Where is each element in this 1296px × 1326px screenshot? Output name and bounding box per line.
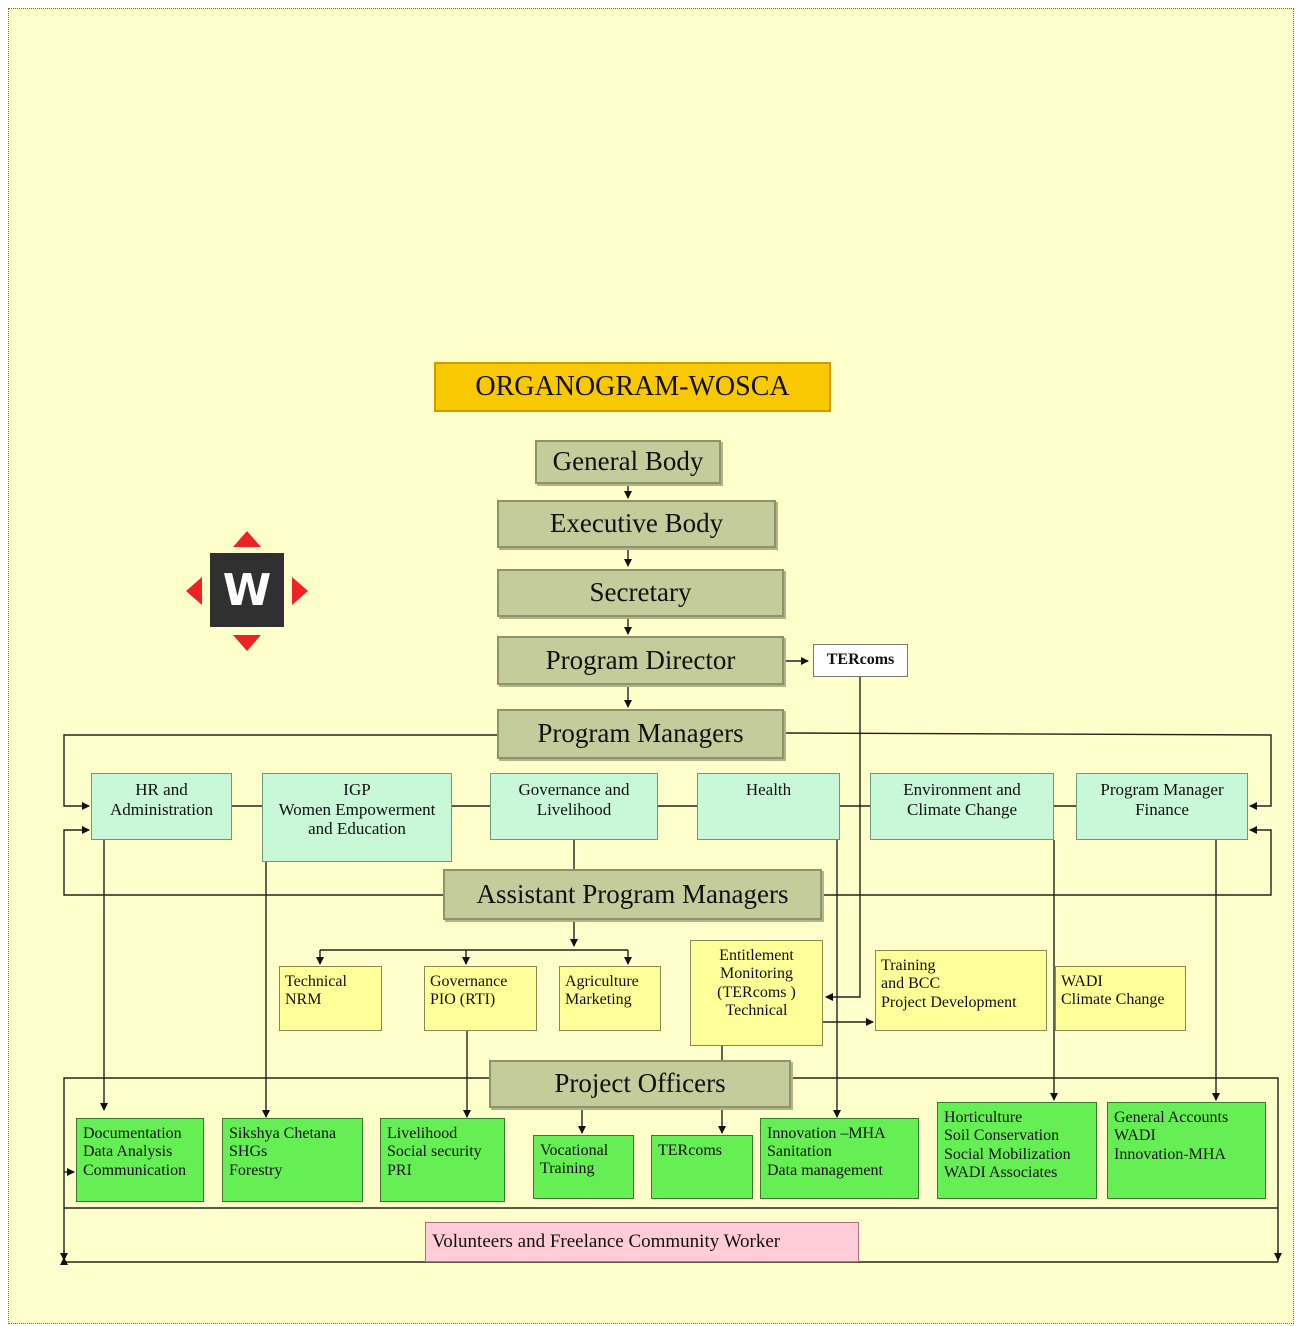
department-line: HR and bbox=[135, 780, 188, 799]
department-program-manager-finance: Program Manager Finance bbox=[1076, 773, 1248, 840]
officer-line: Vocational bbox=[540, 1142, 609, 1159]
department-line: Climate Change bbox=[906, 799, 1017, 819]
department-line: Environment and bbox=[903, 780, 1021, 799]
unit-line: Governance bbox=[430, 973, 508, 990]
officer-line: Social Mobilization bbox=[944, 1145, 1071, 1163]
department-line: and Education bbox=[308, 819, 406, 839]
program-managers-box: Program Managers bbox=[497, 709, 784, 759]
officer-line: Data management bbox=[767, 1161, 883, 1179]
unit-entitlement-monitoring: Entitlement Monitoring (TERcoms ) Techni… bbox=[690, 940, 823, 1046]
unit-line: NRM bbox=[285, 991, 322, 1009]
officer-line: General Accounts bbox=[1114, 1109, 1229, 1126]
officer-livelihood: Livelihood Social security PRI bbox=[380, 1118, 505, 1202]
unit-governance-pio: Governance PIO (RTI) bbox=[424, 966, 537, 1031]
unit-line: Training bbox=[881, 957, 936, 974]
organogram-title: ORGANOGRAM-WOSCA bbox=[434, 362, 831, 412]
department-environment-climate: Environment and Climate Change bbox=[870, 773, 1054, 840]
department-line: Administration bbox=[110, 799, 213, 819]
officer-line: Documentation bbox=[83, 1125, 182, 1142]
secretary-box: Secretary bbox=[497, 569, 784, 617]
unit-line: Entitlement bbox=[719, 947, 794, 964]
officer-documentation: Documentation Data Analysis Communicatio… bbox=[76, 1118, 204, 1202]
department-line: Program Manager bbox=[1100, 780, 1224, 799]
officer-line: Horticulture bbox=[944, 1109, 1023, 1126]
department-line: Governance and bbox=[518, 780, 630, 799]
officer-line: Data Analysis bbox=[83, 1143, 173, 1161]
executive-body-box: Executive Body bbox=[497, 500, 776, 548]
department-line: IGP bbox=[343, 780, 371, 799]
officer-tercoms: TERcoms bbox=[651, 1135, 753, 1199]
department-health: Health bbox=[697, 773, 840, 840]
officer-line: Livelihood bbox=[387, 1125, 458, 1142]
officer-line: Soil Conservation bbox=[944, 1127, 1060, 1145]
general-body-box: General Body bbox=[535, 440, 721, 484]
unit-line: Agriculture bbox=[565, 973, 639, 990]
unit-wadi-climate: WADI Climate Change bbox=[1055, 966, 1186, 1031]
unit-agriculture-marketing: Agriculture Marketing bbox=[559, 966, 661, 1031]
department-igp-women-empowerment: IGP Women Empowerment and Education bbox=[262, 773, 452, 862]
volunteers-box: Volunteers and Freelance Community Worke… bbox=[425, 1222, 859, 1262]
department-line: Women Empowerment bbox=[278, 799, 436, 819]
unit-line: Climate Change bbox=[1061, 991, 1165, 1009]
unit-line: (TERcoms ) bbox=[717, 983, 796, 1001]
project-officers-box: Project Officers bbox=[489, 1060, 791, 1108]
officer-line: TERcoms bbox=[658, 1142, 722, 1159]
unit-training-bcc: Training and BCC Project Development bbox=[875, 950, 1047, 1031]
department-line: Finance bbox=[1135, 799, 1189, 819]
unit-line: PIO (RTI) bbox=[430, 991, 496, 1009]
unit-line: WADI bbox=[1061, 973, 1103, 990]
unit-line: Technical bbox=[285, 973, 347, 990]
officer-line: Communication bbox=[83, 1161, 187, 1179]
officer-line: Sikshya Chetana bbox=[229, 1125, 337, 1142]
unit-line: Marketing bbox=[565, 991, 632, 1009]
unit-technical-nrm: Technical NRM bbox=[279, 966, 382, 1031]
unit-line: Monitoring bbox=[720, 965, 793, 983]
officer-general-accounts: General Accounts WADI Innovation-MHA bbox=[1107, 1102, 1266, 1199]
officer-line: Sanitation bbox=[767, 1143, 832, 1161]
officer-line: Social security bbox=[387, 1143, 482, 1161]
officer-sikshya-chetana: Sikshya Chetana SHGs Forestry bbox=[222, 1118, 363, 1202]
officer-vocational-training: Vocational Training bbox=[533, 1135, 634, 1199]
assistant-program-managers-box: Assistant Program Managers bbox=[443, 869, 822, 920]
officer-horticulture: Horticulture Soil Conservation Social Mo… bbox=[937, 1102, 1097, 1199]
officer-line: Innovation –MHA bbox=[767, 1125, 886, 1142]
officer-line: Forestry bbox=[229, 1161, 283, 1179]
officer-line: WADI bbox=[1114, 1127, 1156, 1145]
unit-line: Project Development bbox=[881, 993, 1017, 1011]
officer-line: WADI Associates bbox=[944, 1164, 1058, 1182]
officer-innovation-mha: Innovation –MHA Sanitation Data manageme… bbox=[760, 1118, 919, 1199]
department-hr-administration: HR and Administration bbox=[91, 773, 232, 840]
tercoms-box: TERcoms bbox=[813, 644, 908, 677]
officer-line: Innovation-MHA bbox=[1114, 1145, 1226, 1163]
department-line: Livelihood bbox=[536, 799, 612, 819]
wosca-logo: W bbox=[186, 531, 308, 651]
svg-text:W: W bbox=[223, 565, 272, 616]
unit-line: and BCC bbox=[881, 975, 941, 993]
department-line: Health bbox=[745, 780, 792, 799]
department-governance-livelihood: Governance and Livelihood bbox=[490, 773, 658, 840]
unit-line: Technical bbox=[725, 1002, 788, 1020]
program-director-box: Program Director bbox=[497, 636, 784, 685]
officer-line: PRI bbox=[387, 1161, 412, 1179]
officer-line: Training bbox=[540, 1160, 595, 1178]
officer-line: SHGs bbox=[229, 1143, 268, 1161]
